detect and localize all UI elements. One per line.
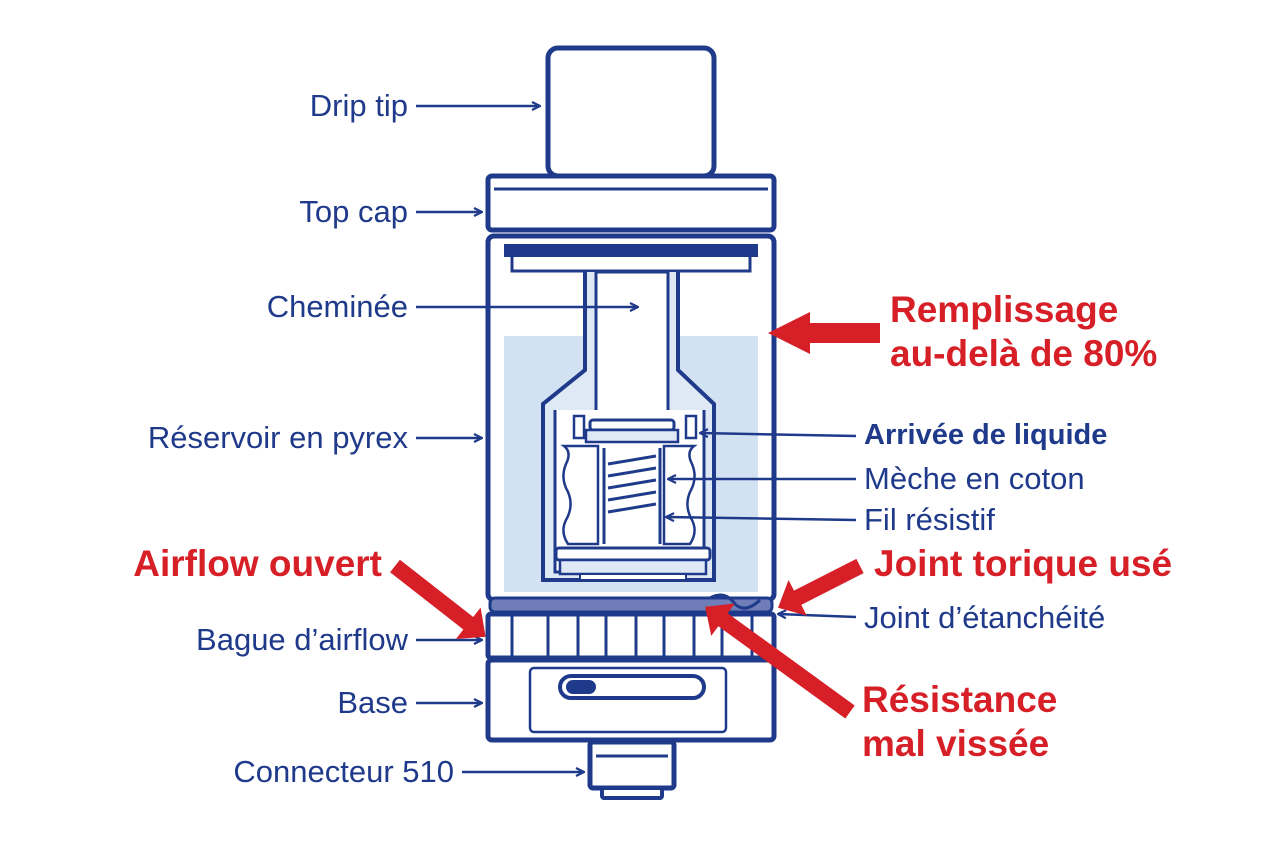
problem-resistance: Résistance mal vissée [862,678,1057,766]
label-joint-etancheite: Joint d’étanchéité [864,600,1106,635]
arrivee-arrow [700,433,857,436]
label-arrivee-liquide: Arrivée de liquide [864,419,1108,451]
label-top-cap: Top cap [299,194,408,229]
label-base: Base [337,685,408,720]
problem-remplissage: Remplissage au-delà de 80% [890,288,1157,376]
airflow-slot [558,674,706,700]
coil-wire-shape [602,448,662,544]
label-fil-resistif: Fil résistif [864,502,995,537]
remplissage-red-arrow [768,312,880,354]
label-connecteur-510: Connecteur 510 [233,754,454,789]
label-reservoir: Réservoir en pyrex [147,420,408,455]
problem-remplissage-line2: au-delà de 80% [890,333,1158,374]
airflow-red-arrow [390,559,486,640]
problem-airflow-ouvert: Airflow ouvert [133,543,382,584]
label-meche-coton: Mèche en coton [864,461,1085,496]
problem-joint-torique: Joint torique usé [874,543,1173,584]
drip-tip-shape [545,45,717,179]
problem-resistance-line1: Résistance [862,679,1058,720]
label-cheminee: Cheminée [266,289,408,324]
fil-arrow [666,517,857,520]
joint-etancheite-arrow [778,614,857,617]
label-bague-airflow: Bague d’airflow [196,622,408,657]
problem-remplissage-line1: Remplissage [890,289,1119,330]
top-cap-shape [485,173,777,233]
resistance-red-arrow [705,603,855,719]
connector-510-shape [587,739,677,791]
joint-torique-red-arrow [778,558,864,616]
problem-resistance-line2: mal vissée [862,723,1050,764]
cotton-wick-shape [560,444,600,546]
label-drip-tip: Drip tip [309,88,408,123]
